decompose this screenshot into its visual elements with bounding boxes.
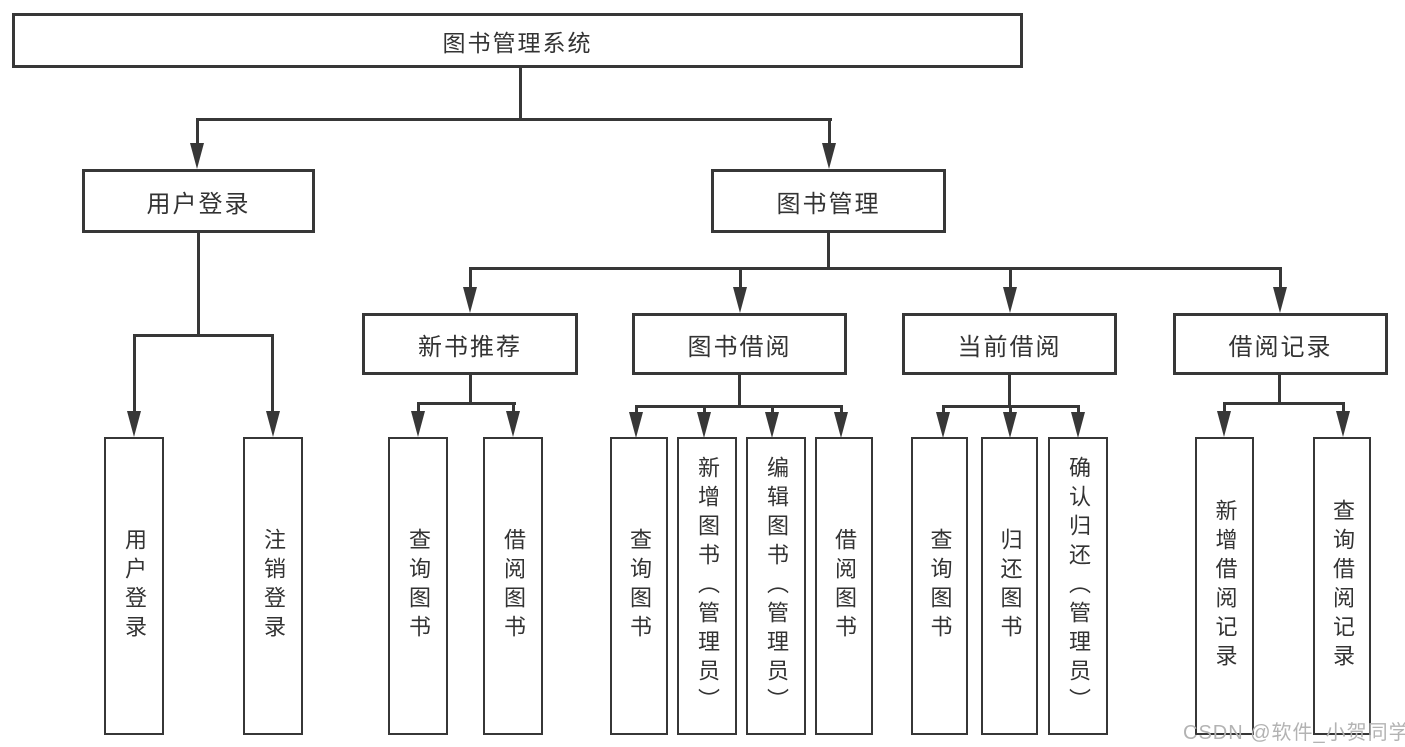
leaf-edit-book-admin: 编辑图书（管理员） xyxy=(746,437,806,735)
leaf-query-book-current-label: 查询图书 xyxy=(927,528,953,644)
connector-bookmgmt-branch-3 xyxy=(1009,267,1012,288)
leaf-add-borrow-record-label: 新增借阅记录 xyxy=(1212,499,1238,673)
node-book-borrow: 图书借阅 xyxy=(632,313,847,375)
connector-borrow-branch-1 xyxy=(635,405,638,414)
leaf-borrow-book-label: 借阅图书 xyxy=(832,528,857,644)
leaf-query-book-recommend-label: 查询图书 xyxy=(406,528,431,644)
node-root-label: 图书管理系统 xyxy=(442,29,593,56)
node-borrow-record-label: 借阅记录 xyxy=(1228,333,1333,361)
node-new-book-recommend-label: 新书推荐 xyxy=(418,333,522,361)
leaf-logout: 注销登录 xyxy=(243,437,303,735)
leaf-confirm-return-admin: 确认归还（管理员） xyxy=(1048,437,1108,735)
connector-recommend-branch-2 xyxy=(512,402,515,412)
connector-bookmgmt-branch-1 xyxy=(469,267,472,288)
arrowhead-leaf-query-book-borrow xyxy=(629,412,643,438)
leaf-query-book-recommend: 查询图书 xyxy=(388,437,448,735)
arrowhead-new-book-recommend xyxy=(463,287,477,313)
arrowhead-leaf-query-book-recommend xyxy=(411,411,425,437)
connector-current-branch-1 xyxy=(942,405,945,414)
leaf-return-book: 归还图书 xyxy=(981,437,1038,735)
connector-recommend-bar xyxy=(417,402,516,405)
arrowhead-leaf-add-book-admin xyxy=(697,412,711,438)
node-book-borrow-label: 图书借阅 xyxy=(687,333,792,361)
connector-bookmgmt-branch-4 xyxy=(1279,267,1282,288)
node-new-book-recommend: 新书推荐 xyxy=(362,313,578,375)
arrowhead-leaf-user-login xyxy=(127,411,141,437)
connector-recommend-branch-1 xyxy=(417,402,420,412)
node-current-borrow-label: 当前借阅 xyxy=(957,333,1062,361)
arrowhead-leaf-return-book xyxy=(1003,412,1017,438)
leaf-edit-book-admin-label: 编辑图书（管理员） xyxy=(764,455,789,717)
connector-current-branch-2 xyxy=(1009,405,1012,414)
leaf-add-book-admin-label: 新增图书（管理员） xyxy=(695,455,720,717)
arrowhead-borrow-record xyxy=(1273,287,1287,313)
connector-borrow-branch-4 xyxy=(840,405,843,414)
connector-record-bar xyxy=(1223,402,1344,405)
connector-root-stem xyxy=(519,68,522,120)
node-user-login: 用户登录 xyxy=(82,169,315,233)
leaf-logout-label: 注销登录 xyxy=(261,528,286,644)
arrowhead-leaf-add-borrow-record xyxy=(1217,411,1231,437)
leaf-borrow-book-recommend: 借阅图书 xyxy=(483,437,543,735)
node-user-login-label: 用户登录 xyxy=(146,190,251,218)
leaf-query-borrow-record: 查询借阅记录 xyxy=(1313,437,1371,735)
leaf-return-book-label: 归还图书 xyxy=(997,528,1023,644)
node-book-management-label: 图书管理 xyxy=(776,190,881,218)
arrowhead-book-management xyxy=(822,143,836,169)
connector-userlogin-branch-2 xyxy=(271,334,274,412)
arrowhead-leaf-confirm-return xyxy=(1071,412,1085,438)
connector-bookmgmt-branch-2 xyxy=(739,267,742,288)
connector-borrow-branch-3 xyxy=(771,405,774,414)
connector-current-branch-3 xyxy=(1077,405,1080,414)
leaf-user-login: 用户登录 xyxy=(104,437,164,735)
arrowhead-leaf-borrow-book xyxy=(834,412,848,438)
watermark: CSDN @软件_小贺同学 xyxy=(1183,722,1405,744)
connector-bookmgmt-bar xyxy=(469,267,1282,270)
leaf-borrow-book: 借阅图书 xyxy=(815,437,873,735)
connector-borrow-stem xyxy=(738,375,741,407)
leaf-query-book-current: 查询图书 xyxy=(911,437,968,735)
connector-root-bar xyxy=(196,118,832,121)
connector-borrow-branch-2 xyxy=(703,405,706,414)
leaf-query-book-borrow: 查询图书 xyxy=(610,437,668,735)
connector-current-stem xyxy=(1008,375,1011,407)
connector-borrow-bar xyxy=(635,405,843,408)
connector-root-branch-right xyxy=(828,118,831,145)
connector-record-stem xyxy=(1278,375,1281,404)
leaf-confirm-return-admin-label: 确认归还（管理员） xyxy=(1066,455,1091,717)
node-book-management: 图书管理 xyxy=(711,169,946,233)
arrowhead-leaf-query-book-current xyxy=(936,412,950,438)
leaf-add-borrow-record: 新增借阅记录 xyxy=(1195,437,1254,735)
connector-record-branch-1 xyxy=(1223,402,1226,412)
connector-userlogin-stem xyxy=(197,233,200,335)
leaf-add-book-admin: 新增图书（管理员） xyxy=(677,437,737,735)
arrowhead-current-borrow xyxy=(1003,287,1017,313)
connector-recommend-stem xyxy=(469,375,472,404)
node-current-borrow: 当前借阅 xyxy=(902,313,1117,375)
leaf-query-borrow-record-label: 查询借阅记录 xyxy=(1330,499,1355,673)
node-root: 图书管理系统 xyxy=(12,13,1023,68)
arrowhead-book-borrow xyxy=(733,287,747,313)
connector-bookmgmt-stem xyxy=(827,233,830,269)
arrowhead-user-login xyxy=(190,143,204,169)
arrowhead-leaf-query-borrow-record xyxy=(1336,411,1350,437)
connector-root-branch-left xyxy=(196,118,199,145)
node-borrow-record: 借阅记录 xyxy=(1173,313,1388,375)
connector-userlogin-bar xyxy=(133,334,274,337)
leaf-query-book-borrow-label: 查询图书 xyxy=(627,528,652,644)
arrowhead-leaf-edit-book-admin xyxy=(765,412,779,438)
leaf-user-login-label: 用户登录 xyxy=(122,528,147,644)
arrowhead-leaf-logout xyxy=(266,411,280,437)
arrowhead-leaf-borrow-book-recommend xyxy=(506,411,520,437)
leaf-borrow-book-recommend-label: 借阅图书 xyxy=(501,528,526,644)
connector-record-branch-2 xyxy=(1342,402,1345,412)
connector-userlogin-branch-1 xyxy=(133,334,136,412)
